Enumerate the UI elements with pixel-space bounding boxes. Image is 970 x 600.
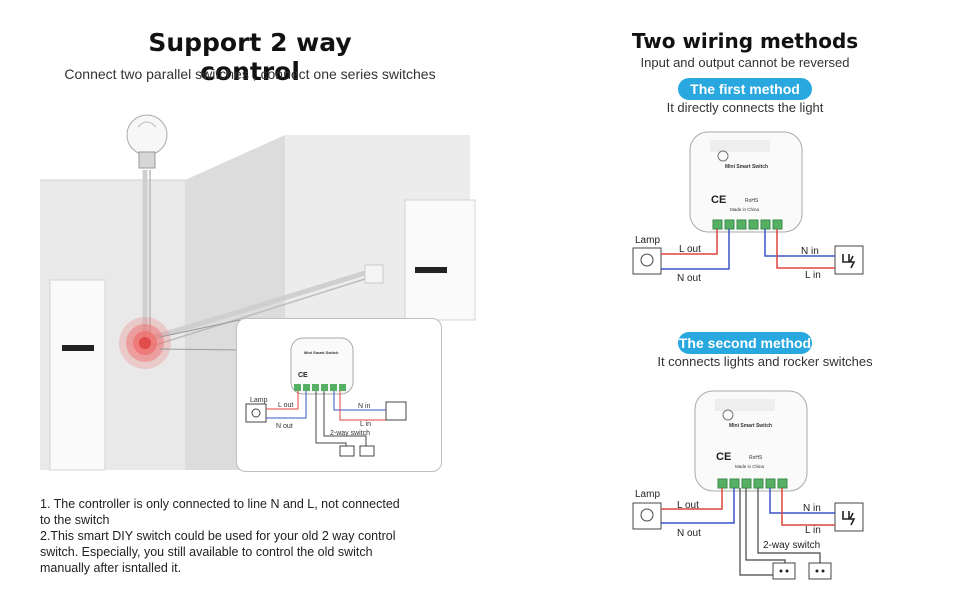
method1-desc: It directly connects the light (666, 100, 824, 115)
right-title: Two wiring methods (631, 29, 859, 53)
method2-device-name: Mini Smart Switch (729, 423, 772, 429)
method2-lin-label: L in (805, 525, 821, 536)
room-illustration (40, 114, 476, 471)
method1-nout-label: N out (677, 273, 701, 284)
left-title: Support 2 way control (148, 28, 352, 86)
method1-lamp-box (632, 247, 662, 275)
inset-lamp-label: Lamp (250, 397, 268, 404)
lamp-icon (640, 253, 654, 267)
inset-wiring-diagram: Mini Smart Switch CE Lamp L out N out N … (245, 337, 407, 457)
notes: 1. The controller is only connected to l… (40, 496, 400, 576)
wall-switch (364, 264, 384, 284)
inset-switch-2 (359, 445, 375, 457)
method2-switch-1 (772, 562, 796, 580)
inset-lin-label: L in (360, 421, 371, 428)
right-subtitle: Input and output cannot be reversed (640, 55, 850, 70)
method2-switch-2 (808, 562, 832, 580)
method1-ce-mark: CE (711, 194, 726, 206)
method2-lamp-box (632, 502, 662, 530)
light-icon (722, 409, 734, 421)
method1-nin-label: N in (801, 246, 819, 257)
inset-device (290, 337, 354, 395)
method1-lout-label: L out (679, 244, 701, 255)
inset-plug-box (385, 401, 407, 421)
note-line-4: switch. Especially, you still available … (40, 545, 373, 559)
method1-device-name: Mini Smart Switch (725, 164, 768, 170)
inset-switch-1 (339, 445, 355, 457)
note-line-1: 1. The controller is only connected to l… (40, 497, 400, 511)
note-line-5: manually after isntalled it. (40, 561, 182, 575)
controller-glow (119, 317, 171, 369)
method1-lin-label: L in (805, 270, 821, 281)
plug-icon (842, 254, 856, 269)
method2-twoway-label: 2-way switch (763, 540, 820, 551)
lamp-icon (640, 508, 654, 522)
door-handle-right (415, 267, 447, 273)
inset-lout-label: L out (278, 402, 293, 409)
method2-desc: It connects lights and rocker switches (657, 354, 873, 369)
method2-nin-label: N in (803, 503, 821, 514)
method2-nout-label: N out (677, 528, 701, 539)
method1-pill: The first method (678, 78, 812, 100)
inset-ce-mark: CE (298, 372, 308, 379)
inset-nin-label: N in (358, 403, 371, 410)
method2-made-in: Made in China (735, 464, 765, 469)
inset-device-name: Mini Smart Switch (304, 350, 339, 355)
light-bulb-icon (126, 114, 168, 169)
inset-twoway-label: 2-way switch (330, 430, 370, 437)
note-line-3: 2.This smart DIY switch could be used fo… (40, 529, 396, 543)
method1-rohs: RoHS (745, 198, 759, 204)
plug-icon (842, 511, 856, 526)
light-icon (717, 150, 729, 162)
method2-diagram: Mini Smart Switch CE RoHS Made in China … (632, 390, 864, 580)
method2-lamp-label: Lamp (635, 489, 660, 500)
method2-ce-mark: CE (716, 451, 731, 463)
method1-made-in: Made in China (730, 207, 760, 212)
left-subtitle: Connect two parallel switches , connect … (64, 66, 436, 82)
method1-diagram: Mini Smart Switch CE RoHS Made in China … (632, 131, 864, 284)
inset-nout-label: N out (276, 423, 293, 430)
method1-lamp-label: Lamp (635, 235, 660, 246)
method2-lout-label: L out (677, 500, 699, 511)
note-line-2: to the switch (40, 513, 110, 527)
inset-lamp-box (245, 403, 267, 423)
method2-rohs: RoHS (749, 455, 763, 461)
door-handle-left (62, 345, 94, 351)
method2-pill: The second method (678, 332, 812, 354)
